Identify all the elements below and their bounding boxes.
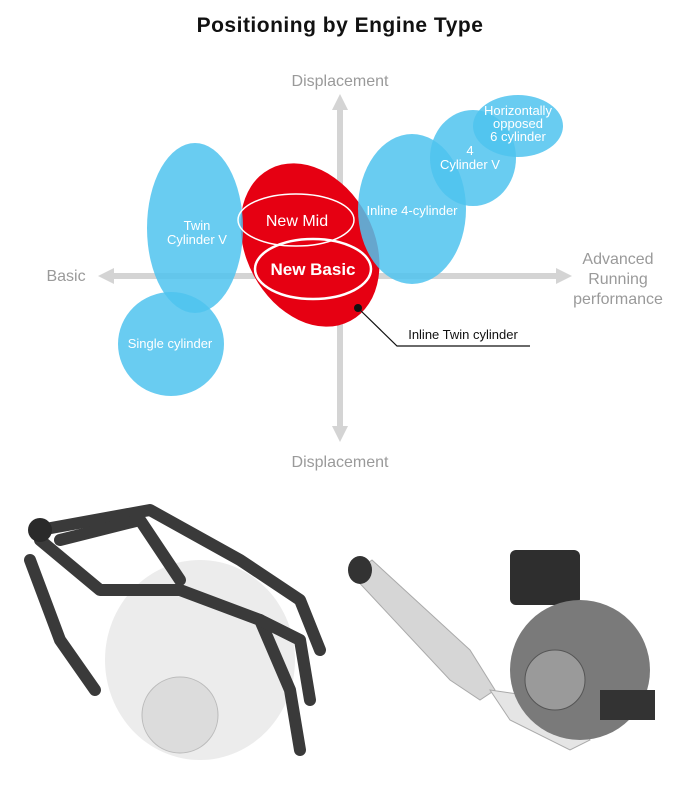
diagram-title: Positioning by Engine Type xyxy=(196,14,484,37)
arrow-right-icon xyxy=(556,268,572,284)
new-mid-outline xyxy=(237,193,355,247)
twin-v-label-1: Twin xyxy=(184,218,211,233)
axis-label-right-3: performance xyxy=(573,291,663,308)
axis-label-left: Basic xyxy=(46,268,85,285)
horizontal6-label-3: 6 cylinder xyxy=(490,129,546,144)
new-basic-outline xyxy=(253,237,373,301)
callout-line xyxy=(357,307,530,347)
single-cylinder-region xyxy=(118,292,224,396)
arrow-left-icon xyxy=(98,268,114,284)
axis-label-top: Displacement xyxy=(292,73,389,90)
twin-v-region xyxy=(147,143,243,313)
callout-label: Inline Twin cylinder xyxy=(408,327,518,342)
new-mid-label: New Mid xyxy=(266,213,328,230)
arrow-up-icon xyxy=(332,94,348,110)
inline4-label: Inline 4-cylinder xyxy=(366,203,458,218)
engine-illustration xyxy=(348,550,655,751)
frame-illustration xyxy=(24,504,326,760)
new-basic-label: New Basic xyxy=(270,260,355,279)
horizontal6-label-1: Horizontally xyxy=(484,103,552,118)
four-v-label-2: Cylinder V xyxy=(440,157,500,172)
horizontal6-region xyxy=(473,95,563,157)
single-label: Single cylinder xyxy=(128,336,213,351)
arrow-down-icon xyxy=(332,426,348,442)
axis-label-right-2: Running xyxy=(588,271,648,288)
axis-label-bottom: Displacement xyxy=(292,454,389,471)
horizontal6-label-2: opposed xyxy=(493,116,543,131)
twin-v-label-2: Cylinder V xyxy=(167,232,227,247)
four-v-label-1: 4 xyxy=(466,143,473,158)
axis-label-right-1: Advanced xyxy=(582,251,653,268)
